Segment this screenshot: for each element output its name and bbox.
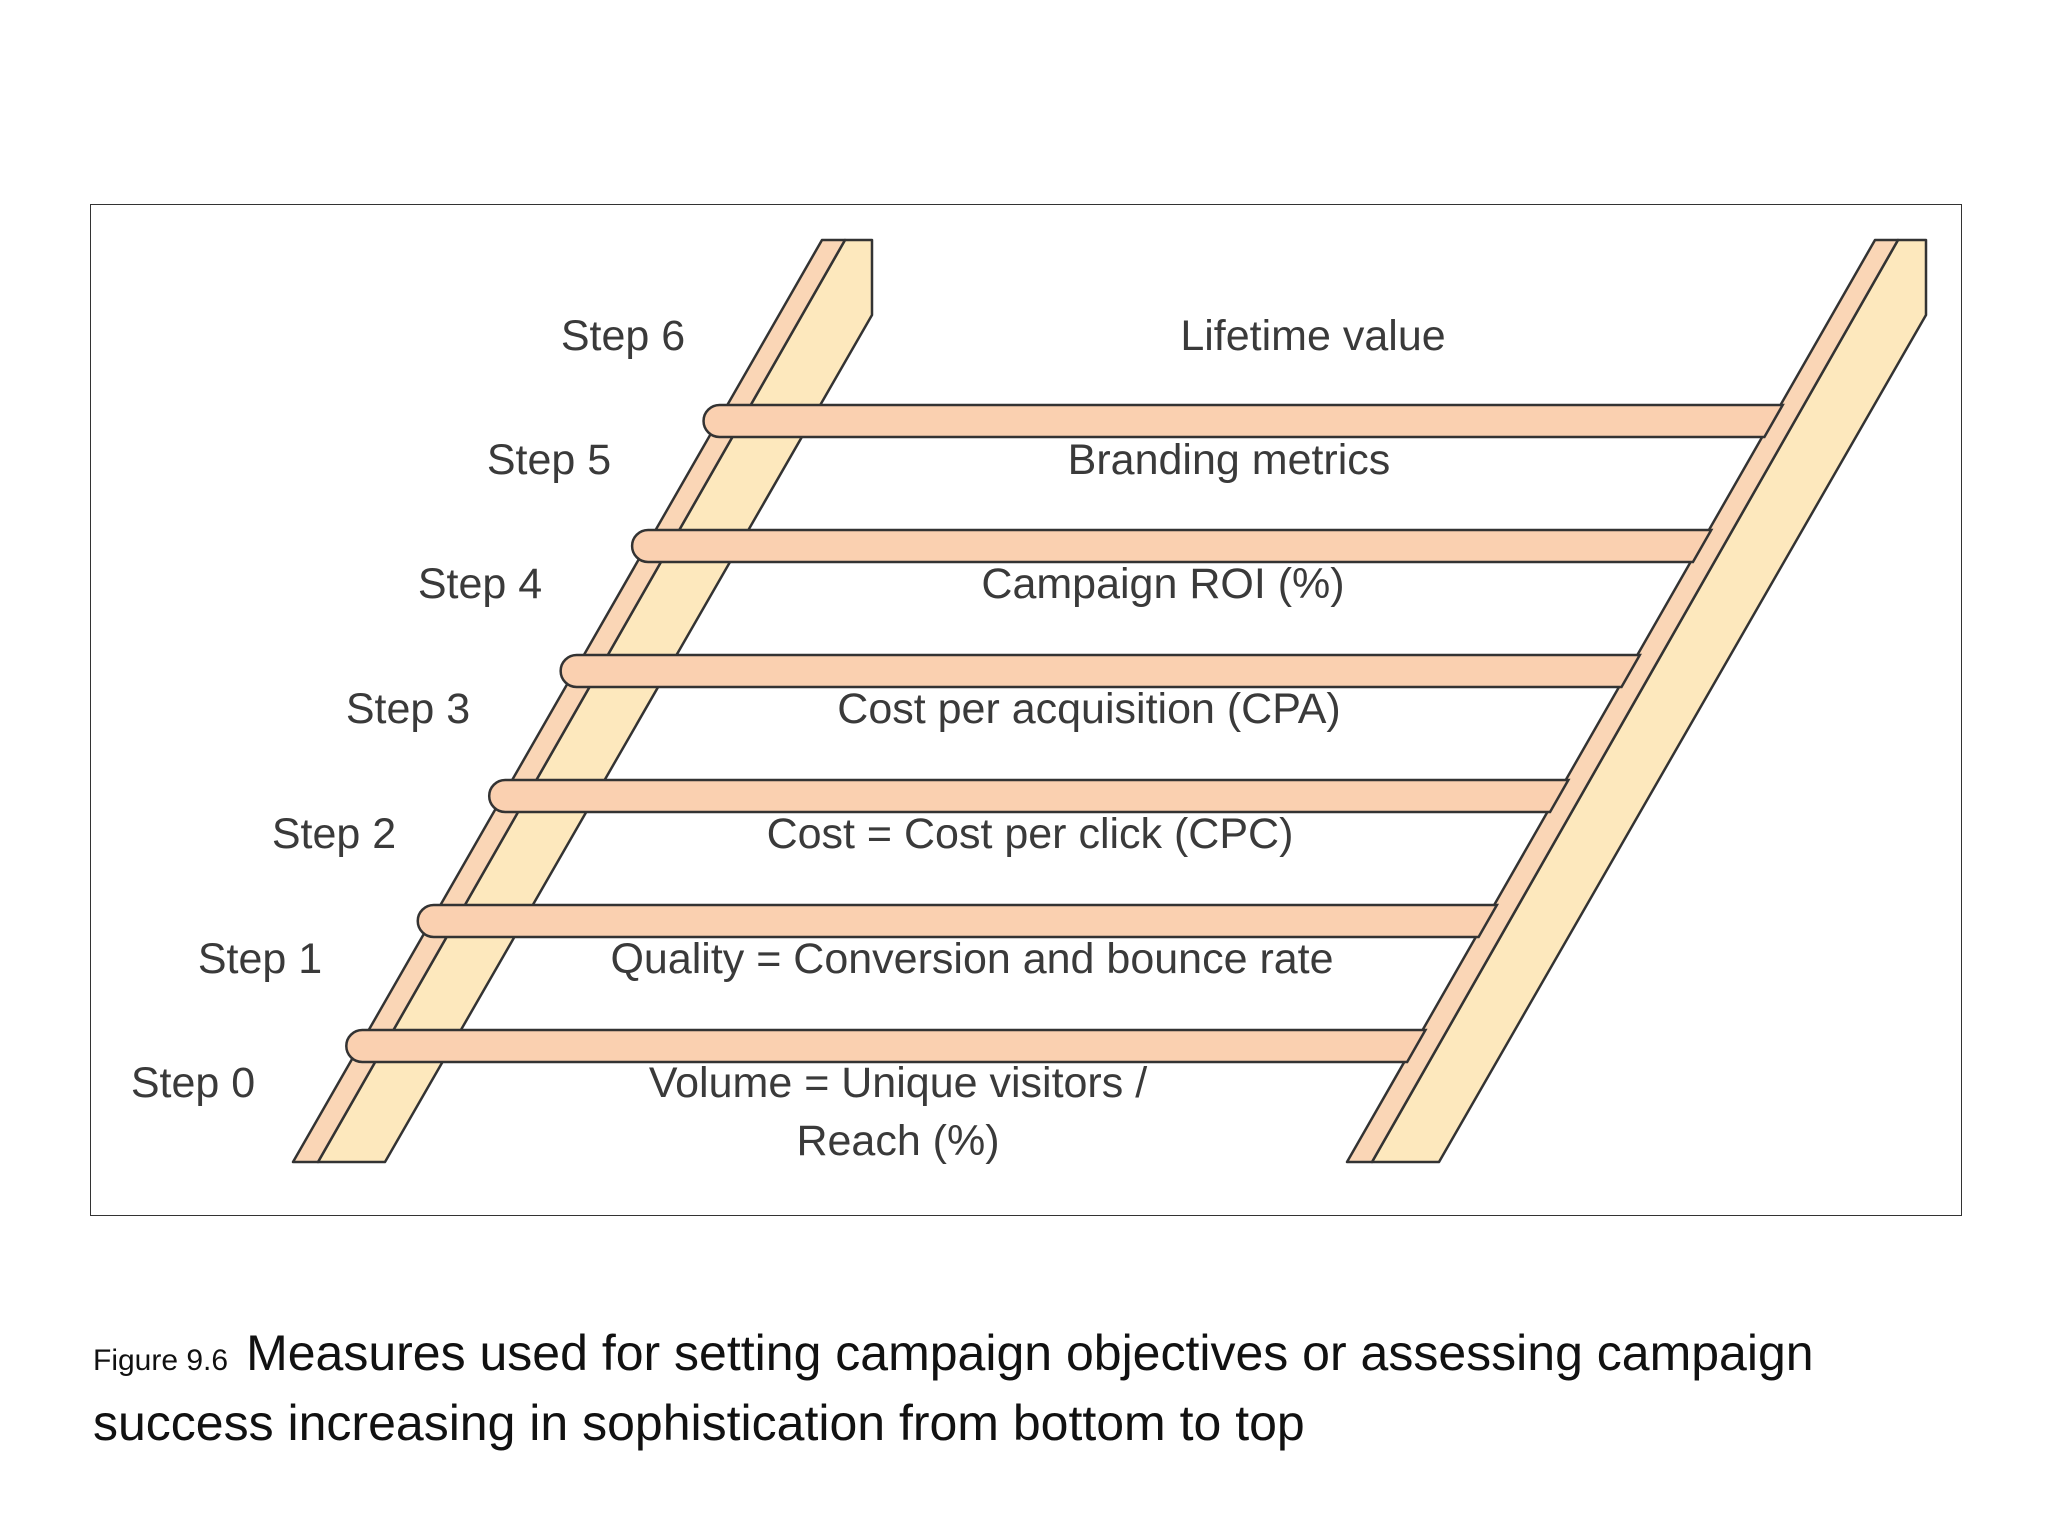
step-label: Step 0	[131, 1059, 255, 1107]
ladder-rung	[559, 653, 1642, 689]
right-rail-front	[1345, 238, 1900, 1164]
measure-label: Branding metrics	[1068, 436, 1391, 484]
ladder-rung	[630, 528, 1714, 564]
measure-label: Cost = Cost per click (CPC)	[767, 810, 1294, 858]
rungs	[345, 403, 1785, 1064]
caption-text: Measures used for setting campaign objec…	[93, 1325, 1814, 1451]
ladder-rung	[416, 903, 1500, 939]
step-label: Step 1	[198, 935, 322, 983]
right-rail-side	[1370, 238, 1928, 1164]
measure-label: Cost per acquisition (CPA)	[837, 685, 1340, 733]
measure-label: Quality = Conversion and bounce rate	[610, 935, 1333, 983]
measure-label: Lifetime value	[1180, 312, 1445, 360]
step-label: Step 5	[487, 436, 611, 484]
measure-labels: Volume = Unique visitors / Reach (%) Quali…	[610, 312, 1445, 1165]
step-label: Step 2	[272, 810, 396, 858]
ladder-rung	[702, 403, 1785, 439]
figure-label: Figure 9.6	[93, 1344, 229, 1377]
measure-label: Reach (%)	[796, 1117, 999, 1165]
measure-label: Campaign ROI (%)	[981, 560, 1344, 608]
step-label: Step 6	[561, 312, 685, 360]
step-label: Step 3	[346, 685, 470, 733]
step-labels: Step 0 Step 1 Step 2 Step 3 Step 4 Step 5 Step…	[131, 312, 685, 1107]
ladder-rung	[345, 1028, 1428, 1064]
ladder-rung	[487, 778, 1571, 814]
step-label: Step 4	[418, 560, 542, 608]
measure-label: Volume = Unique visitors /	[649, 1059, 1147, 1107]
right-rail	[1345, 238, 1928, 1164]
